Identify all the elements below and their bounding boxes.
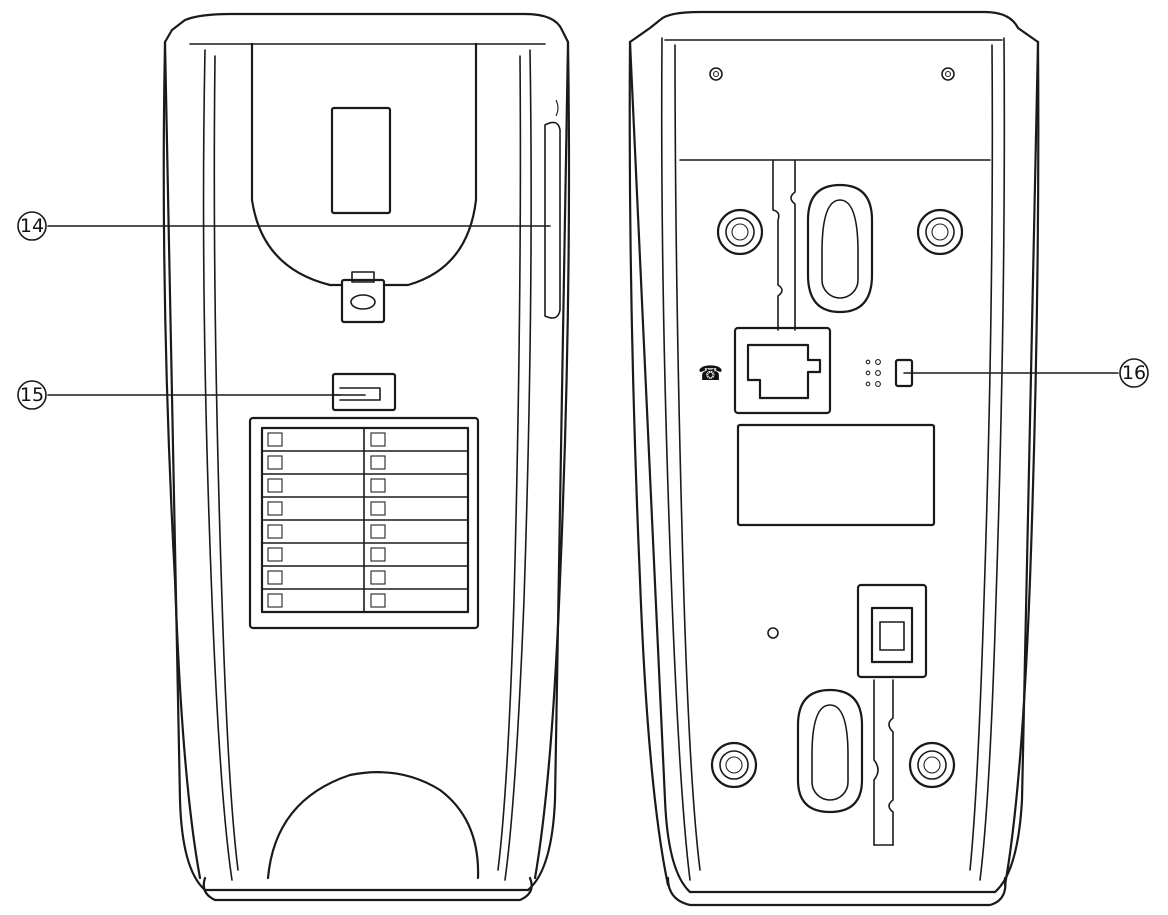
top-screws	[709, 67, 955, 81]
latch-tab	[340, 278, 386, 324]
stand-recess	[250, 42, 478, 287]
callout-15: 15	[17, 380, 366, 410]
line-jack	[733, 326, 832, 415]
key-label-card	[248, 416, 480, 630]
keyhole-slots	[796, 183, 874, 814]
callout-16-label: 16	[1122, 362, 1146, 384]
right-unit-outer-body	[628, 10, 1040, 894]
label-cell-mark	[370, 432, 386, 447]
label-cell-mark	[370, 524, 386, 539]
right-unit: ☎	[628, 10, 1040, 907]
label-cell-mark	[267, 547, 283, 562]
callout-14-label: 14	[20, 215, 44, 237]
left-unit	[162, 12, 571, 902]
label-cell-mark	[370, 501, 386, 516]
label-cell-mark	[267, 478, 283, 493]
label-cell-mark	[370, 547, 386, 562]
label-cell-mark	[267, 570, 283, 585]
label-cell-mark	[267, 593, 283, 608]
callout-16: 16	[903, 358, 1149, 388]
label-cell-mark	[370, 455, 386, 470]
label-cell-mark	[370, 478, 386, 493]
recess-window	[330, 106, 392, 215]
phone-icon: ☎	[698, 361, 723, 385]
callout-14: 14	[17, 211, 551, 241]
label-cell-mark	[267, 501, 283, 516]
left-unit-outer-body	[163, 12, 570, 892]
cord-clip	[331, 372, 397, 412]
rating-label-area	[736, 423, 936, 527]
label-cell-mark	[267, 524, 283, 539]
label-cell-mark	[267, 432, 283, 447]
label-cell-mark	[267, 455, 283, 470]
handset-jack	[856, 583, 928, 679]
label-cell-mark	[370, 570, 386, 585]
label-cell-mark	[370, 593, 386, 608]
mounting-bosses	[710, 208, 964, 789]
callout-15-label: 15	[20, 384, 44, 406]
bottom-dome	[266, 771, 480, 880]
small-hole	[767, 627, 779, 639]
slide-switch	[865, 358, 914, 388]
